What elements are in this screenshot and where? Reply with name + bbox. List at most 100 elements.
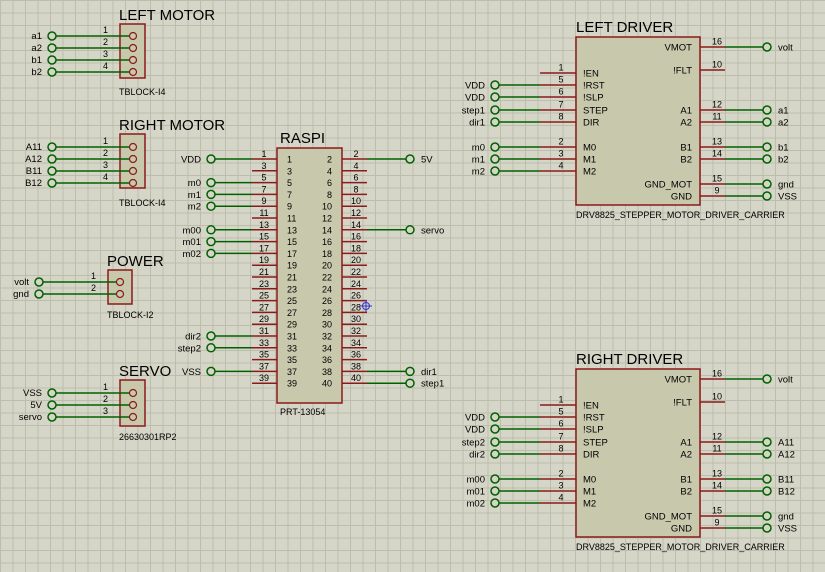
pin-label: 19 [287, 261, 297, 271]
driver-net-connection[interactable]: m01 [467, 486, 540, 498]
raspi-net-connection[interactable]: VSS [182, 366, 252, 378]
left-driver-component[interactable]: LEFT DRIVER DRV8825_STEPPER_MOTOR_DRIVER… [462, 19, 797, 220]
raspi-net-connection[interactable]: VDD [181, 154, 252, 166]
driver-net-connection[interactable]: A12 [725, 449, 795, 461]
net-label: dir1 [421, 367, 437, 378]
pin-number: 4 [353, 161, 358, 171]
driver-net-connection[interactable]: m1 [472, 154, 540, 166]
pin-label: 3 [287, 166, 292, 176]
raspi-net-connection[interactable]: m0 [188, 177, 252, 189]
raspi-component[interactable]: RASPI PRT-13054 112233445566778899101011… [178, 130, 445, 417]
driver-net-connection[interactable]: volt [725, 42, 793, 54]
driver-net-connection[interactable]: m00 [467, 474, 540, 486]
driver-net-connection[interactable]: a2 [725, 117, 789, 129]
driver-net-connection[interactable]: step1 [462, 105, 540, 117]
driver-left-pin: 2M0 [540, 137, 596, 154]
raspi-net-connection[interactable]: dir1 [367, 366, 437, 378]
driver-net-connection[interactable]: VDD [465, 92, 540, 104]
driver-net-connection[interactable]: VDD [465, 412, 540, 424]
power-pin-row: 2 gnd [13, 283, 125, 300]
pin-number: 9 [261, 196, 266, 206]
driver-net-connection[interactable]: VDD [465, 424, 540, 436]
driver-net-connection[interactable]: VSS [725, 191, 797, 203]
driver-net-connection[interactable]: m2 [472, 166, 540, 178]
pin-label: B1 [680, 475, 692, 486]
net-label: step2 [462, 438, 485, 449]
pin-label: B1 [680, 143, 692, 154]
pin-label: 14 [322, 225, 332, 235]
net-label: B11 [26, 166, 42, 177]
pin-label: B2 [680, 487, 692, 498]
net-label: 5V [30, 400, 42, 411]
raspi-net-connection[interactable]: m01 [183, 236, 252, 248]
pin-label: 15 [287, 237, 297, 247]
driver-net-connection[interactable]: B12 [725, 486, 795, 498]
driver-net-connection[interactable]: m0 [472, 142, 540, 154]
pin-number: 39 [259, 373, 269, 383]
driver-net-connection[interactable]: gnd [725, 511, 794, 523]
driver-net-connection[interactable]: a1 [725, 105, 789, 117]
net-label: step2 [178, 343, 201, 354]
pin-label: 2 [327, 155, 332, 165]
driver-net-connection[interactable]: b1 [725, 142, 789, 154]
raspi-net-connection[interactable]: m2 [188, 201, 252, 213]
raspi-net-connection[interactable]: m00 [183, 225, 252, 236]
pin-number: 2 [103, 37, 108, 47]
pin-number: 19 [259, 255, 269, 265]
driver-net-connection[interactable]: VDD [465, 80, 540, 92]
driver-right-pin: 10!FLT [673, 392, 725, 409]
driver-net-connection[interactable]: A11 [725, 437, 794, 449]
raspi-net-connection[interactable]: step2 [178, 343, 252, 354]
driver-net-connection[interactable]: volt [725, 374, 793, 386]
pin-label: 30 [322, 320, 332, 330]
raspi-net-connection[interactable]: servo [367, 225, 444, 236]
raspi-net-connection[interactable]: m1 [188, 189, 252, 201]
pin-label: 13 [287, 225, 297, 235]
net-label: m0 [472, 143, 485, 154]
pin-number: 35 [259, 350, 269, 360]
driver-net-connection[interactable]: gnd [725, 179, 794, 191]
left-motor-component[interactable]: LEFT MOTOR 1 a1 2 a2 3 b1 [31, 7, 215, 97]
right-driver-component[interactable]: RIGHT DRIVER DRV8825_STEPPER_MOTOR_DRIVE… [462, 351, 797, 552]
pin-number: 2 [103, 148, 108, 158]
raspi-net-connection[interactable]: 5V [367, 154, 433, 166]
driver-net-connection[interactable]: b2 [725, 154, 789, 166]
pin-label: !SLP [583, 425, 604, 436]
raspi-net-connection[interactable]: m02 [183, 248, 252, 260]
driver-net-connection[interactable]: VSS [725, 523, 797, 535]
net-label: VDD [465, 93, 485, 104]
pin-number: 21 [259, 267, 269, 277]
pin-label: DIR [583, 118, 600, 129]
pin-label: 5 [287, 178, 292, 188]
pin-number: 7 [261, 184, 266, 194]
pin-number: 1 [91, 271, 96, 281]
right-motor-component[interactable]: RIGHT MOTOR 1 A11 2 A12 3 [25, 117, 225, 208]
pin-label: 32 [322, 332, 332, 342]
pin-number: 3 [103, 406, 108, 416]
left-motor-pins: 1 a1 2 a2 3 b1 4 b2 [31, 25, 138, 78]
raspi-net-connection[interactable]: dir2 [185, 331, 252, 343]
driver-net-connection[interactable]: step2 [462, 437, 540, 449]
raspi-net-connection[interactable]: step1 [367, 378, 444, 390]
driver-net-connection[interactable]: B11 [725, 474, 794, 486]
net-label: VDD [181, 155, 201, 166]
pin-number: 11 [259, 208, 268, 218]
net-label: A12 [25, 154, 42, 165]
servo-component[interactable]: SERVO 1 VSS 2 5V 3 servo 26630301RP2 [19, 363, 177, 442]
pin-label: M1 [583, 487, 596, 498]
power-component[interactable]: POWER 1 volt 2 gnd TBLOCK-I2 [13, 253, 164, 320]
driver-net-connection[interactable]: m02 [467, 498, 540, 510]
driver-net-connection[interactable]: dir2 [469, 449, 540, 461]
pin-label: A1 [680, 106, 692, 117]
pin-number: 31 [259, 326, 269, 336]
pin-number: 6 [558, 87, 563, 97]
driver-net-connection[interactable]: dir1 [469, 117, 540, 129]
pin-number: 13 [712, 469, 722, 479]
